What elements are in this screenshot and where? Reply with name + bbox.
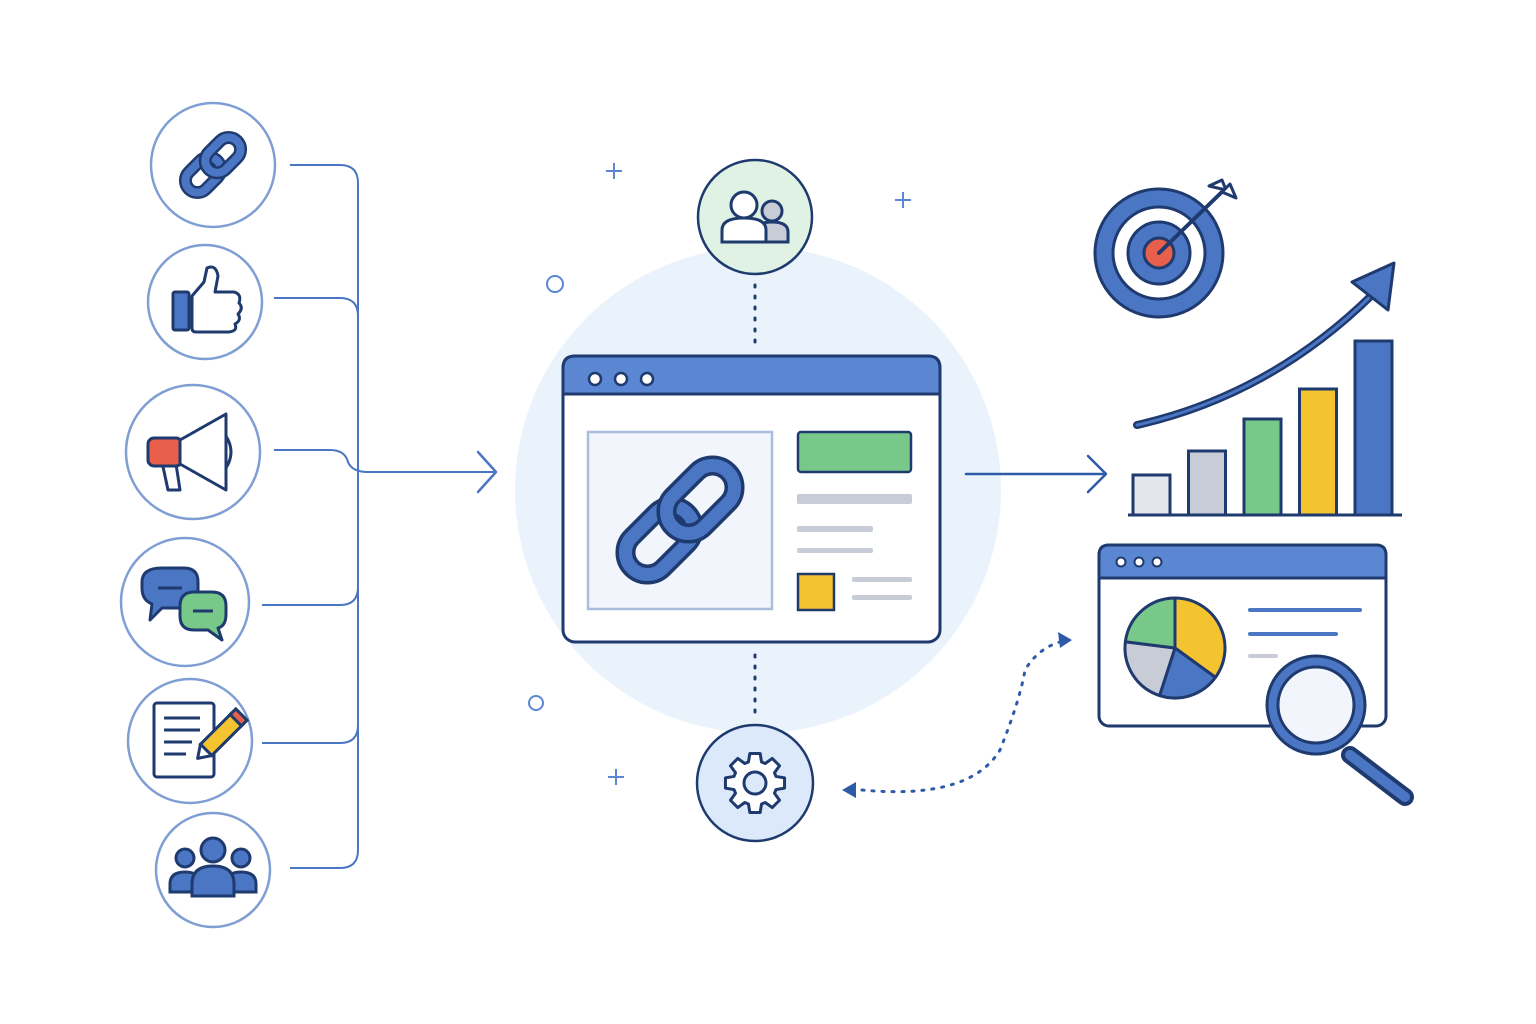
bar-2	[1187, 449, 1227, 517]
megaphone-icon	[146, 412, 233, 492]
source-node-social-likes	[146, 243, 264, 361]
growth-bar-chart	[1131, 339, 1394, 517]
chat-bubbles-icon	[140, 566, 228, 642]
pie-slice-1	[1173, 596, 1227, 679]
pie-slice-3	[1123, 640, 1177, 698]
source-node-content-writing	[126, 677, 254, 805]
chain-link-icon	[178, 130, 248, 200]
source-connectors	[262, 164, 498, 869]
source-node-discussions	[119, 536, 251, 668]
pie-slice-2	[1158, 646, 1217, 700]
trend-arrow-icon	[1133, 261, 1396, 429]
pie-slice-4	[1123, 596, 1177, 650]
bar-5	[1353, 339, 1394, 517]
feedback-loop	[842, 632, 1072, 798]
hub-top-node	[696, 158, 814, 276]
gear-icon	[723, 751, 787, 815]
output-arrow	[964, 454, 1108, 494]
bar-4	[1298, 387, 1338, 517]
user-group-icon	[168, 836, 258, 898]
thumbs-up-icon	[171, 265, 243, 334]
document-pencil-icon	[152, 701, 250, 779]
source-node-community	[154, 811, 272, 929]
bar-1	[1131, 473, 1172, 517]
hub-decorations	[528, 163, 911, 785]
magnifier-icon	[1265, 654, 1414, 806]
analytics-pie-chart	[1123, 596, 1227, 700]
target-arrow-icon	[1093, 178, 1238, 319]
web-page-link-icon	[615, 455, 745, 585]
source-node-backlinks	[149, 101, 277, 229]
source-node-promotion	[124, 383, 262, 521]
web-page-window	[561, 354, 942, 644]
users-icon	[720, 190, 790, 244]
hub-bottom-node	[695, 723, 815, 843]
bar-3	[1242, 417, 1283, 517]
